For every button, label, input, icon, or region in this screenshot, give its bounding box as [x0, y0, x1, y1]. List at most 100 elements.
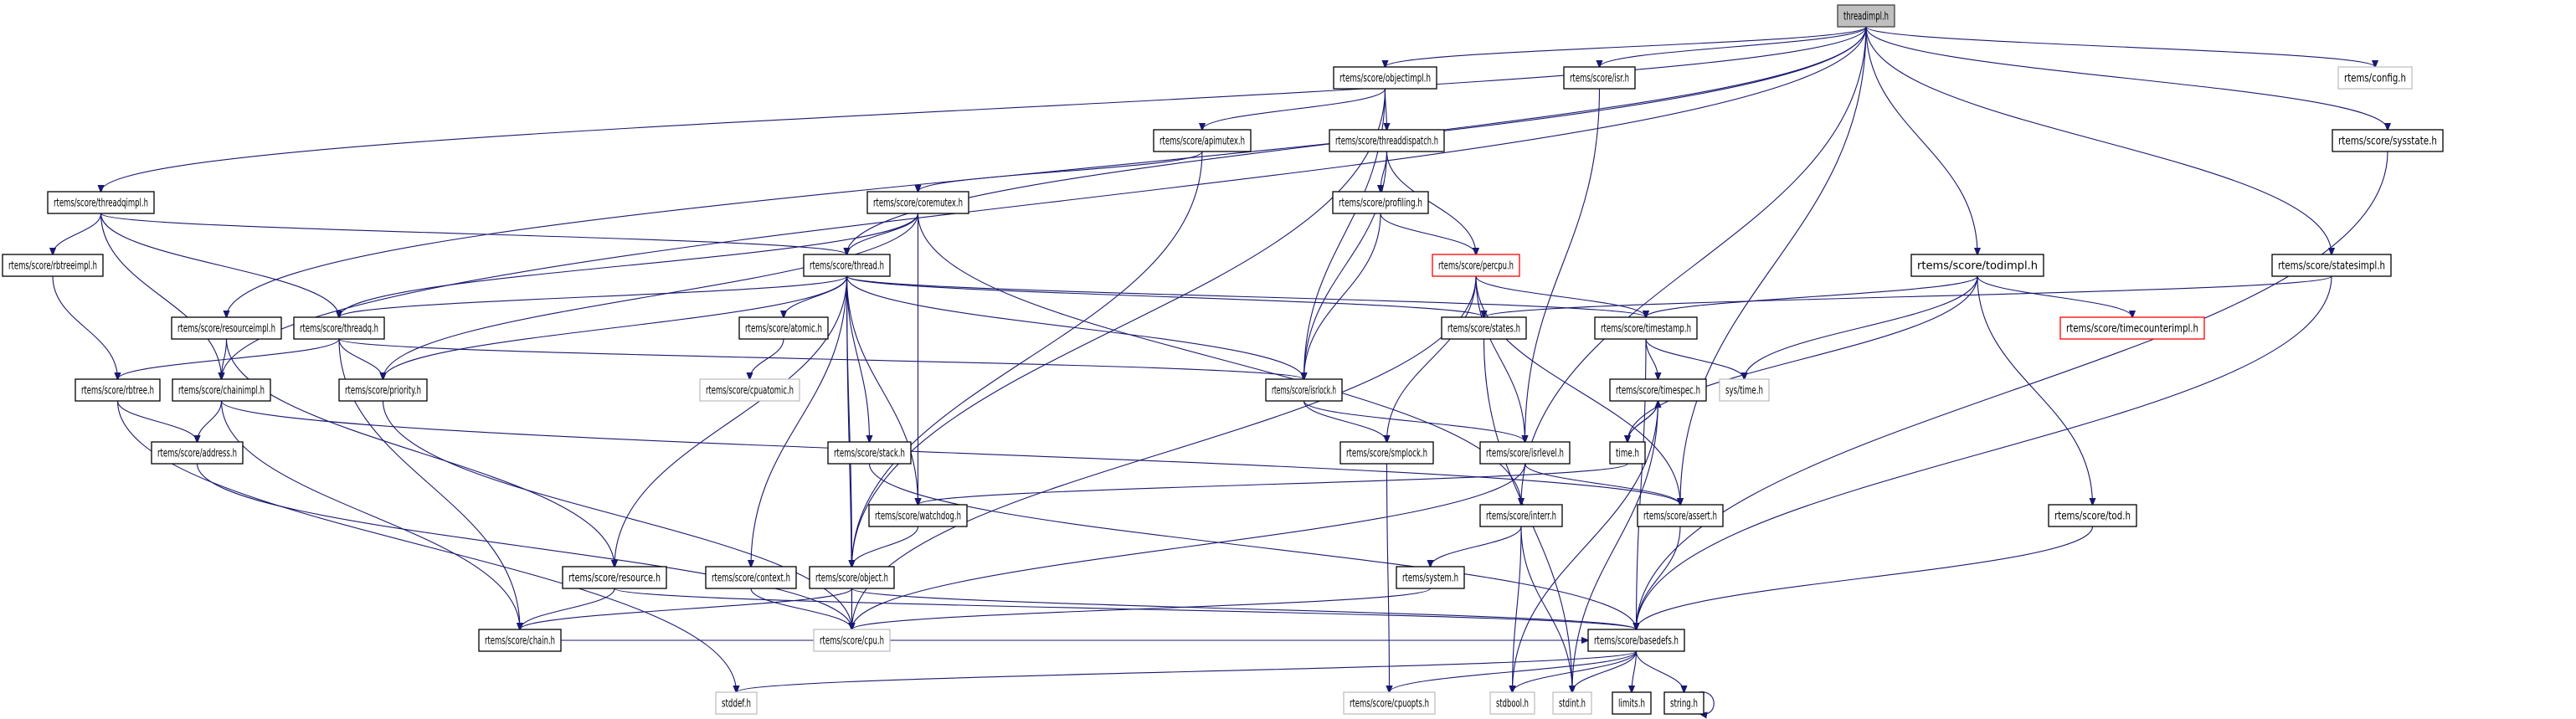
- edge-time-to-watchdog: [918, 463, 1628, 505]
- node-isrlock[interactable]: rtems/score/isrlock.h: [1265, 378, 1343, 402]
- node-statesimpl[interactable]: rtems/score/statesimpl.h: [2271, 254, 2392, 277]
- node-rbtree[interactable]: rtems/score/rbtree.h: [75, 378, 161, 402]
- node-box-chain: [478, 629, 562, 652]
- node-label-sysstate: rtems/score/sysstate.h: [2338, 136, 2437, 148]
- edge-basedefs-to-limits: [1632, 650, 1638, 692]
- node-object[interactable]: rtems/score/object.h: [809, 566, 895, 589]
- node-box-threadq: [293, 316, 385, 340]
- node-todimpl[interactable]: rtems/score/todimpl.h: [1910, 254, 2044, 277]
- node-tod[interactable]: rtems/score/tod.h: [2048, 504, 2137, 527]
- edge-profiling-to-isrlock: [1304, 213, 1381, 379]
- node-chainimpl[interactable]: rtems/score/chainimpl.h: [172, 378, 271, 402]
- node-label-watchdog: rtems/score/watchdog.h: [875, 511, 961, 523]
- edge-rbtree-to-address: [116, 400, 198, 442]
- node-resource[interactable]: rtems/score/resource.h: [562, 566, 667, 589]
- node-label-cpuopts: rtems/score/cpuopts.h: [1350, 698, 1429, 711]
- node-timespec[interactable]: rtems/score/timespec.h: [1609, 378, 1707, 402]
- node-label-rbtree: rtems/score/rbtree.h: [81, 385, 154, 398]
- node-box-resource: [562, 566, 667, 589]
- node-rbtreeimpl[interactable]: rtems/score/rbtreeimpl.h: [2, 254, 104, 277]
- edge-threadq-to-rbtree: [118, 338, 340, 379]
- node-apimutex[interactable]: rtems/score/apimutex.h: [1153, 129, 1252, 152]
- node-box-basedefs: [1587, 629, 1685, 652]
- edge-thread-to-threadq: [339, 275, 848, 317]
- edge-coremutex-to-priority: [383, 213, 919, 379]
- node-label-string: string.h: [1670, 698, 1698, 711]
- node-label-object: rtems/score/object.h: [815, 573, 888, 585]
- node-label-assert: rtems/score/assert.h: [1643, 511, 1717, 523]
- node-stack[interactable]: rtems/score/stack.h: [827, 441, 912, 465]
- node-coremutex[interactable]: rtems/score/coremutex.h: [866, 191, 969, 214]
- node-resourceimpl[interactable]: rtems/score/resourceimpl.h: [171, 316, 282, 340]
- node-label-statesimpl: rtems/score/statesimpl.h: [2278, 260, 2385, 273]
- node-stddef: stddef.h: [715, 691, 758, 715]
- node-box-system: [1396, 566, 1465, 589]
- edge-threadimpl-to-interr: [1521, 26, 1867, 505]
- node-time[interactable]: time.h: [1609, 441, 1646, 465]
- node-timestamp[interactable]: rtems/score/timestamp.h: [1594, 316, 1698, 340]
- node-box-systime: [1719, 378, 1770, 402]
- node-box-watchdog: [868, 504, 968, 527]
- node-box-interr: [1479, 504, 1563, 527]
- node-address[interactable]: rtems/score/address.h: [151, 441, 244, 465]
- node-smplock[interactable]: rtems/score/smplock.h: [1339, 441, 1434, 465]
- node-box-time: [1609, 441, 1646, 465]
- edge-thread-to-context: [751, 275, 848, 567]
- node-threadqimpl[interactable]: rtems/score/threadqimpl.h: [47, 191, 155, 214]
- node-box-atomic: [738, 316, 829, 340]
- node-timecounterimpl[interactable]: rtems/score/timecounterimpl.h: [2059, 316, 2205, 340]
- node-box-resourceimpl: [171, 316, 282, 340]
- node-label-chain: rtems/score/chain.h: [485, 635, 555, 648]
- edge-threadimpl-to-statesimpl: [1865, 26, 2332, 254]
- node-box-threaddispatch: [1329, 129, 1445, 152]
- node-watchdog[interactable]: rtems/score/watchdog.h: [868, 504, 968, 527]
- edge-time-to-timespec: [1627, 401, 1658, 443]
- edge-threadimpl-to-config: [1865, 26, 2375, 67]
- edge-apimutex-to-object: [852, 151, 1203, 567]
- node-thread[interactable]: rtems/score/thread.h: [803, 254, 891, 277]
- node-percpu[interactable]: rtems/score/percpu.h: [1432, 254, 1520, 277]
- node-box-priority: [338, 378, 428, 402]
- node-label-isrlock: rtems/score/isrlock.h: [1272, 385, 1336, 398]
- node-box-tod: [2048, 504, 2137, 527]
- node-label-isr: rtems/score/isr.h: [1570, 73, 1629, 85]
- node-profiling[interactable]: rtems/score/profiling.h: [1332, 191, 1429, 214]
- edge-interr-to-stdbool: [1513, 526, 1522, 692]
- node-label-threadimpl: threadimpl.h: [1843, 11, 1889, 23]
- node-box-sysstate: [2332, 129, 2444, 152]
- node-string[interactable]: string.h: [1663, 691, 1704, 715]
- node-assert[interactable]: rtems/score/assert.h: [1637, 504, 1724, 527]
- edge-threadqimpl-to-rbtreeimpl: [53, 213, 102, 254]
- node-objectimpl[interactable]: rtems/score/objectimpl.h: [1333, 66, 1437, 90]
- node-limits[interactable]: limits.h: [1612, 691, 1652, 715]
- node-basedefs[interactable]: rtems/score/basedefs.h: [1587, 629, 1685, 652]
- node-system[interactable]: rtems/system.h: [1396, 566, 1465, 589]
- edge-resource-to-basedefs: [614, 588, 1637, 629]
- node-label-resource: rtems/score/resource.h: [568, 573, 661, 585]
- node-label-threadq: rtems/score/threadq.h: [300, 323, 378, 336]
- node-label-time: time.h: [1616, 448, 1639, 460]
- edge-basedefs-to-stdbool: [1513, 650, 1638, 692]
- edge-threadimpl-to-isr: [1600, 26, 1867, 67]
- node-box-stddef: [715, 691, 758, 715]
- edge-object-to-basedefs: [851, 588, 1637, 629]
- node-context[interactable]: rtems/score/context.h: [705, 566, 797, 589]
- node-label-config: rtems/config.h: [2344, 73, 2406, 85]
- node-label-system: rtems/system.h: [1402, 573, 1458, 585]
- node-sysstate[interactable]: rtems/score/sysstate.h: [2332, 129, 2444, 152]
- node-isrlevel[interactable]: rtems/score/isrlevel.h: [1479, 441, 1571, 465]
- edge-priority-to-cpu: [382, 400, 852, 629]
- edge-statesimpl-to-states: [1484, 275, 2332, 317]
- node-atomic[interactable]: rtems/score/atomic.h: [738, 316, 829, 340]
- node-threadq[interactable]: rtems/score/threadq.h: [293, 316, 385, 340]
- node-threadimpl[interactable]: threadimpl.h: [1837, 4, 1895, 28]
- node-threaddispatch[interactable]: rtems/score/threaddispatch.h: [1329, 129, 1445, 152]
- node-chain[interactable]: rtems/score/chain.h: [478, 629, 562, 652]
- node-states[interactable]: rtems/score/states.h: [1441, 316, 1527, 340]
- node-isr[interactable]: rtems/score/isr.h: [1563, 66, 1636, 90]
- edge-threadqimpl-to-chainimpl: [100, 213, 222, 379]
- edge-todimpl-to-timecounterimpl: [1977, 275, 2132, 317]
- node-priority[interactable]: rtems/score/priority.h: [338, 378, 428, 402]
- node-interr[interactable]: rtems/score/interr.h: [1479, 504, 1563, 527]
- node-label-cpuatomic: rtems/score/cpuatomic.h: [706, 385, 794, 398]
